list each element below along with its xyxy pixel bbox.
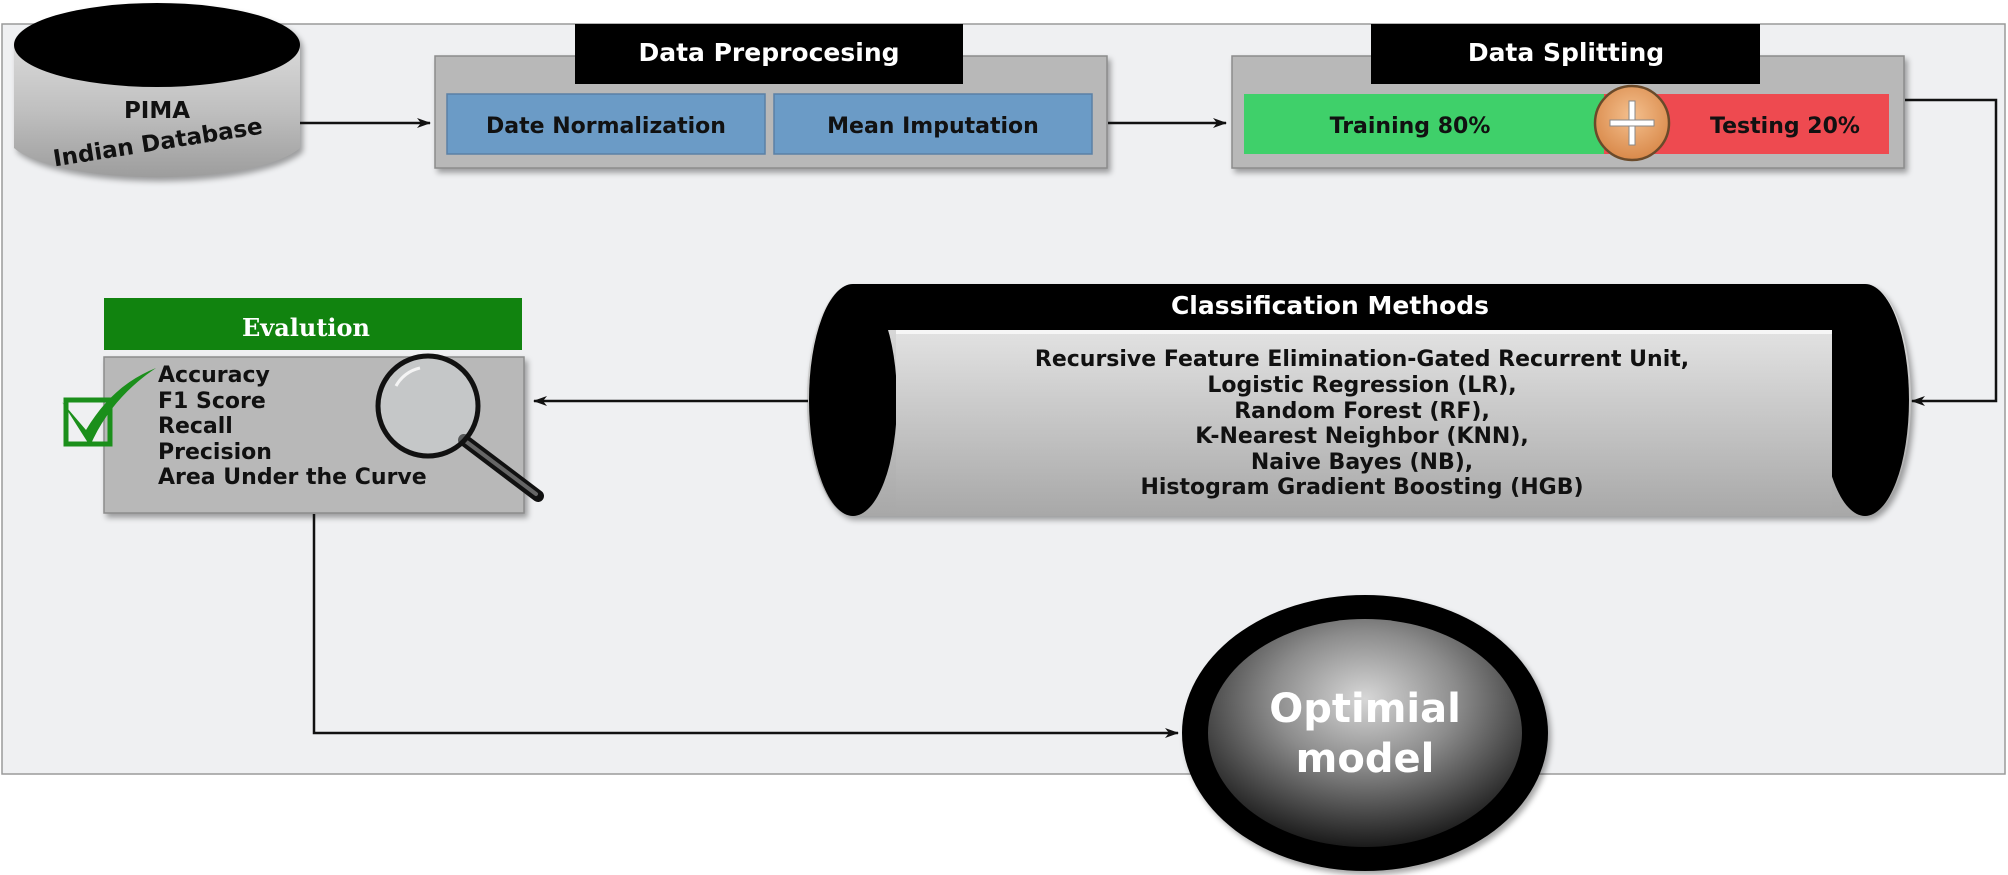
step-date-normalization-label: Date Normalization bbox=[486, 114, 726, 139]
splitting-block: Data Splitting Training 80% Testing 20% bbox=[1231, 24, 1905, 169]
plus-icon bbox=[1593, 84, 1671, 162]
arrow-splitting-to-classification bbox=[1905, 98, 1998, 406]
optimal-model-line1: Optimial bbox=[1269, 686, 1461, 732]
evaluation-block: Evalution Accuracy F1 Score Recall Preci… bbox=[62, 298, 544, 514]
evaluation-title: Evalution bbox=[242, 313, 370, 342]
method-item: Random Forest (RF), bbox=[1234, 399, 1490, 424]
method-item: Naive Bayes (NB), bbox=[1251, 450, 1473, 475]
training-label: Training 80% bbox=[1330, 114, 1491, 139]
preprocessing-block: Data Preprocesing Date Normalization Mea… bbox=[434, 24, 1108, 169]
database-cylinder bbox=[14, 3, 300, 178]
method-item: Histogram Gradient Boosting (HGB) bbox=[1140, 475, 1583, 500]
splitting-title: Data Splitting bbox=[1468, 38, 1664, 67]
classification-methods-list: Recursive Feature Elimination-Gated Recu… bbox=[1035, 347, 1689, 500]
checkmark-icon bbox=[62, 368, 156, 447]
arrow-evaluation-to-optimal-model bbox=[312, 514, 1179, 738]
preprocessing-title-bar bbox=[575, 24, 963, 84]
metric-item: Recall bbox=[158, 414, 233, 439]
classification-tube bbox=[807, 284, 1911, 516]
method-item: K-Nearest Neighbor (KNN), bbox=[1195, 424, 1528, 449]
training-segment bbox=[1244, 94, 1604, 154]
classification-title: Classification Methods bbox=[1171, 291, 1489, 320]
step-mean-imputation bbox=[773, 93, 1093, 155]
testing-label: Testing 20% bbox=[1710, 114, 1860, 139]
metric-item: Area Under the Curve bbox=[158, 465, 427, 490]
preprocessing-title: Data Preprocesing bbox=[638, 38, 899, 67]
method-item: Logistic Regression (LR), bbox=[1207, 373, 1516, 398]
database-name-line1: PIMA bbox=[124, 98, 190, 124]
optimal-model-node bbox=[1182, 595, 1548, 871]
magnifier-icon bbox=[375, 353, 544, 502]
optimal-model-line2: model bbox=[1296, 736, 1435, 782]
step-mean-imputation-label: Mean Imputation bbox=[827, 114, 1039, 139]
step-date-normalization bbox=[446, 93, 766, 155]
evaluation-title-bar bbox=[104, 298, 522, 350]
method-item: Recursive Feature Elimination-Gated Recu… bbox=[1035, 347, 1689, 372]
metric-item: F1 Score bbox=[158, 389, 266, 414]
metric-item: Accuracy bbox=[158, 363, 270, 388]
metric-item: Precision bbox=[158, 440, 272, 465]
splitting-title-bar bbox=[1371, 24, 1760, 84]
